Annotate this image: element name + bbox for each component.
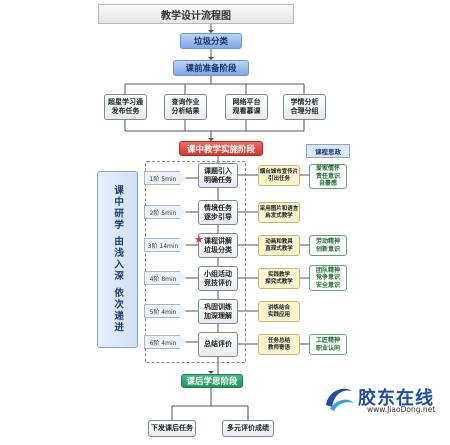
step-5: 巩固训练 加深理解 [198, 299, 238, 324]
method-4: 实践教学 探究式教学 [258, 268, 300, 289]
watermark-url: www.JiaoDong.net [367, 405, 436, 414]
step-3: 课程讲解 垃圾分类 [198, 233, 238, 258]
stage-label-4: 4阶 8min [144, 271, 186, 285]
in-class-dashed-frame [145, 161, 246, 363]
prep-item-3: 网络平台 观看慕课 [225, 94, 268, 120]
ideology-title: 课程思政 [306, 144, 350, 158]
ideology-4: 工匠精神 职业认同 [309, 334, 347, 355]
post-item-1: 下发课后任务 [148, 420, 196, 437]
method-1: 烟台城市宣传片 引出任务 [258, 165, 300, 186]
method-5: 讲练结合 实践应用 [258, 301, 300, 322]
ideology-1: 爱家情怀 责任意识 自豪感 [309, 164, 347, 189]
stage-label-5: 5阶 4min [144, 304, 186, 318]
method-2: 采用图片和语言 启发式教学 [258, 202, 300, 223]
method-6: 任务总结 教师寄语 [258, 334, 300, 355]
step-1: 课题引入 明确任务 [198, 163, 238, 188]
stage-label-3: 3阶 14min [144, 238, 186, 252]
step-4: 小组活动 竞技评价 [198, 266, 238, 291]
side-banner: 课中研学 由浅入深 依次递进 [97, 171, 138, 348]
ideology-2: 劳动精神 创新意识 [309, 235, 347, 256]
stage-label-2: 2阶 5min [144, 205, 186, 219]
prep-item-2: 查询作业 分析结果 [164, 94, 207, 120]
post-class-stage-box: 课后学思阶段 [181, 374, 243, 388]
logo-icon [326, 388, 354, 411]
step-6: 总结评价 [198, 332, 238, 357]
prep-item-4: 学情分析 合理分组 [283, 94, 326, 120]
ideology-3: 团队精神 竞争意识 安全意识 [309, 265, 347, 291]
watermark-name: 胶东在线 [358, 388, 434, 409]
stage-label-1: 1阶 5min [144, 171, 186, 185]
method-3: 动画和教具 直观式教学 [258, 235, 300, 256]
step-2: 情境任务 逐步引导 [198, 200, 238, 225]
prep-item-1: 超星学习通 发布任务 [104, 94, 147, 120]
in-class-stage-box: 课中教学实施阶段 [179, 141, 263, 156]
side-banner-text: 课中研学 由浅入深 依次递进 [112, 185, 124, 334]
pre-class-stage-box: 课前准备阶段 [173, 60, 249, 76]
topic-box: 垃圾分类 [180, 33, 242, 49]
post-item-2: 多元评价成绩 [222, 420, 274, 437]
star-icon: ★ [194, 233, 204, 246]
diagram-title: 教学设计流程图 [98, 4, 294, 24]
stage-label-6: 6阶 4min [144, 335, 186, 349]
